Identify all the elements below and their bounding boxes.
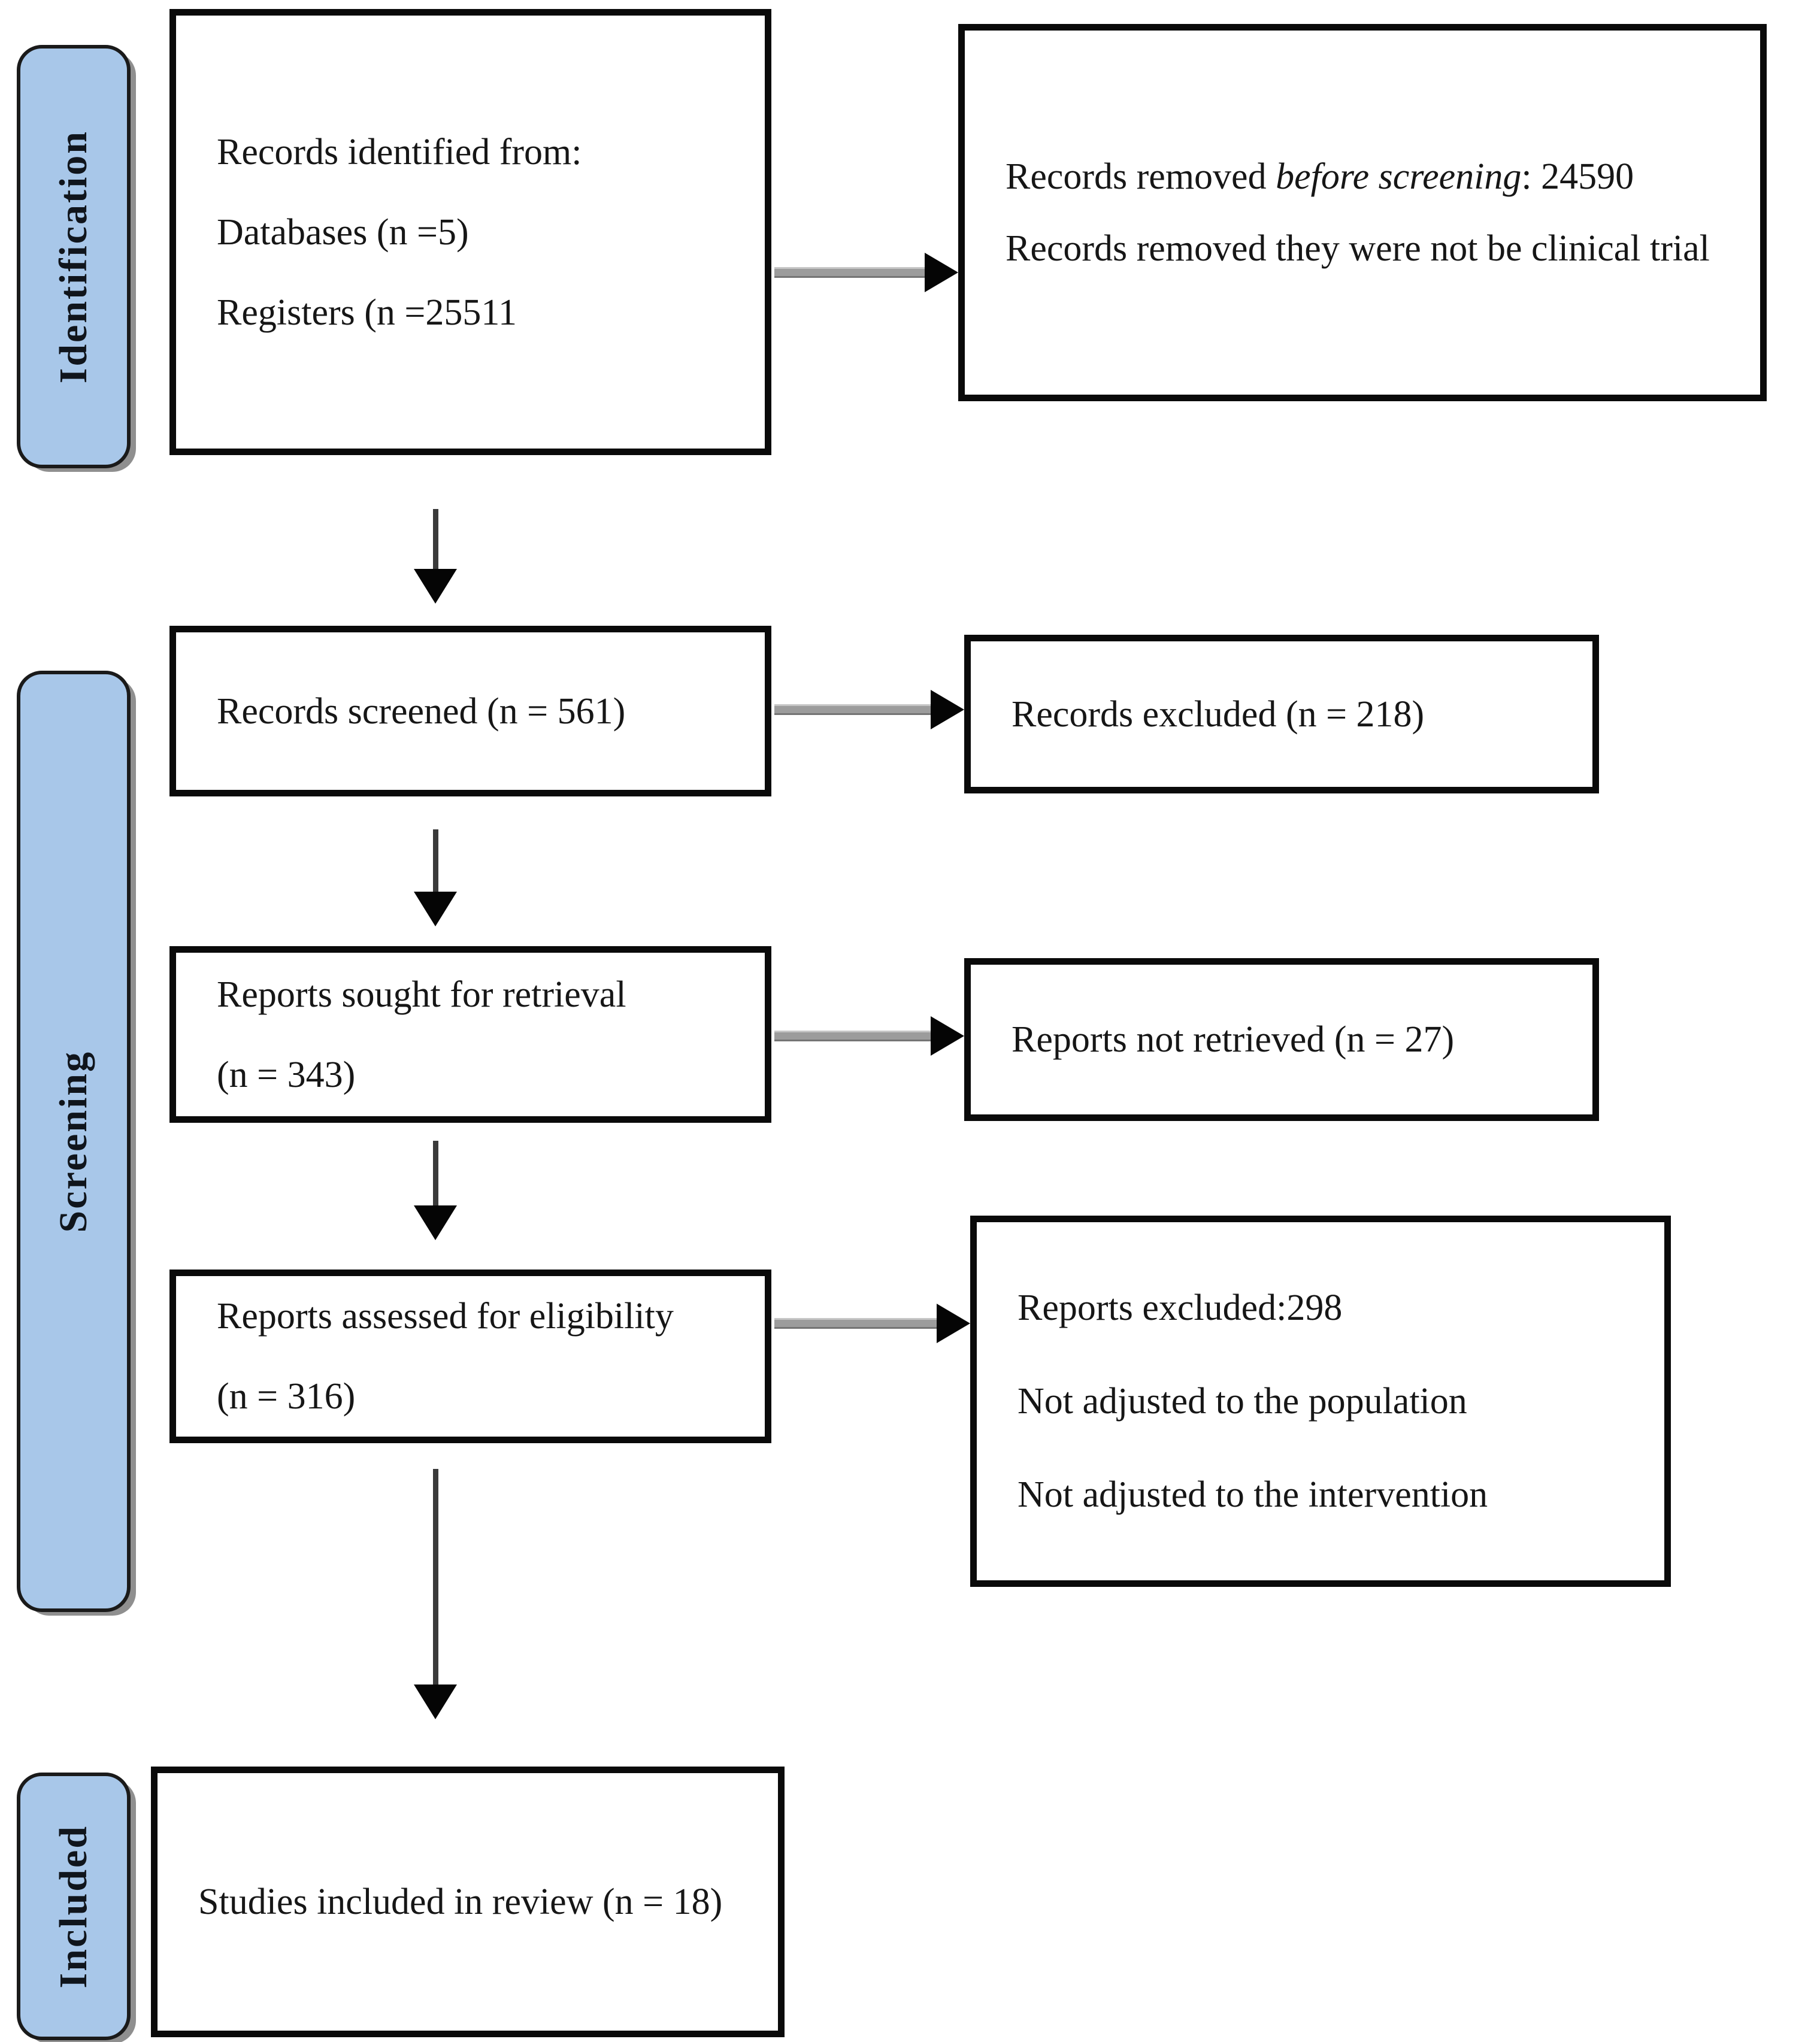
box-text-line: Reports assessed for eligibility (217, 1296, 674, 1337)
box-text-line: Databases (n =5) (217, 211, 469, 253)
box-text-line: (n = 316) (217, 1376, 356, 1417)
arrow-down-sought-to-assessed (414, 1141, 457, 1240)
arrow-shaft (432, 829, 438, 892)
arrow-shaft (432, 1469, 438, 1685)
box-text-line: Reports excluded:298 (1017, 1287, 1343, 1328)
arrow-right-screened-to-excluded (774, 690, 964, 729)
box-text-line: Records screened (n = 561) (217, 690, 626, 732)
arrow-down-screened-to-sought (414, 829, 457, 926)
arrow-shaft (432, 509, 438, 569)
box-text-line: Reports not retrieved (n = 27) (1012, 1019, 1455, 1060)
arrow-shaft (774, 1031, 931, 1041)
arrow-down-identified-to-screened (414, 509, 457, 604)
box-text-line: Records removed they were not be clinica… (1006, 228, 1710, 269)
box-text-line: Registers (n =25511 (217, 292, 517, 333)
box-records-excluded: Records excluded (n = 218) (964, 635, 1599, 793)
box-text-line: Studies included in review (n = 18) (198, 1882, 723, 1922)
stage-label-identification: Identification (17, 45, 131, 468)
stage-label-text: Screening (52, 1050, 95, 1233)
box-text-line: Not adjusted to the intervention (1017, 1474, 1488, 1515)
box-records-removed: Records removed before screening: 24590 … (958, 24, 1767, 401)
stage-label-included: Included (17, 1773, 131, 2040)
box-records-identified: Records identified from: Databases (n =5… (169, 9, 771, 455)
arrow-shaft (774, 1318, 937, 1329)
box-text-line: Records identified from: (217, 131, 582, 172)
arrow-down-head-icon (414, 892, 457, 926)
arrow-down-head-icon (414, 569, 457, 604)
arrow-shaft (432, 1141, 438, 1205)
box-text-line: Records removed before screening: 24590 (1006, 141, 1742, 213)
arrow-right-assessed-to-reports-excluded (774, 1304, 970, 1343)
box-reports-excluded: Reports excluded:298 Not adjusted to the… (970, 1216, 1671, 1587)
box-text-line: Reports sought for retrieval (217, 974, 626, 1015)
box-reports-sought: Reports sought for retrieval (n = 343) (169, 946, 771, 1123)
box-text-line: (n = 343) (217, 1054, 356, 1095)
box-records-screened: Records screened (n = 561) (169, 626, 771, 796)
box-text-line: Not adjusted to the population (1017, 1381, 1467, 1422)
arrow-shaft (774, 704, 931, 715)
box-reports-not-retrieved: Reports not retrieved (n = 27) (964, 958, 1599, 1121)
stage-label-text: Included (52, 1824, 95, 1989)
box-text-line: Records excluded (n = 218) (1012, 693, 1425, 735)
box-studies-included: Studies included in review (n = 18) (151, 1767, 785, 2037)
arrow-right-head-icon (925, 253, 958, 292)
arrow-right-sought-to-not-retrieved (774, 1016, 964, 1056)
removed-line-suffix: : 24590 (1521, 156, 1634, 197)
box-reports-assessed: Reports assessed for eligibility (n = 31… (169, 1270, 771, 1443)
arrow-down-assessed-to-included (414, 1469, 457, 1719)
arrow-down-head-icon (414, 1685, 457, 1719)
stage-label-screening: Screening (17, 671, 131, 1612)
stage-label-text: Identification (52, 129, 95, 384)
arrow-right-head-icon (931, 690, 964, 729)
arrow-shaft (774, 267, 925, 278)
removed-line-prefix: Records removed (1006, 156, 1276, 197)
removed-line-italic: before screening (1276, 156, 1522, 197)
arrow-down-head-icon (414, 1205, 457, 1240)
arrow-right-head-icon (931, 1016, 964, 1056)
arrow-right-head-icon (937, 1304, 970, 1343)
arrow-right-identified-to-removed (774, 253, 958, 292)
